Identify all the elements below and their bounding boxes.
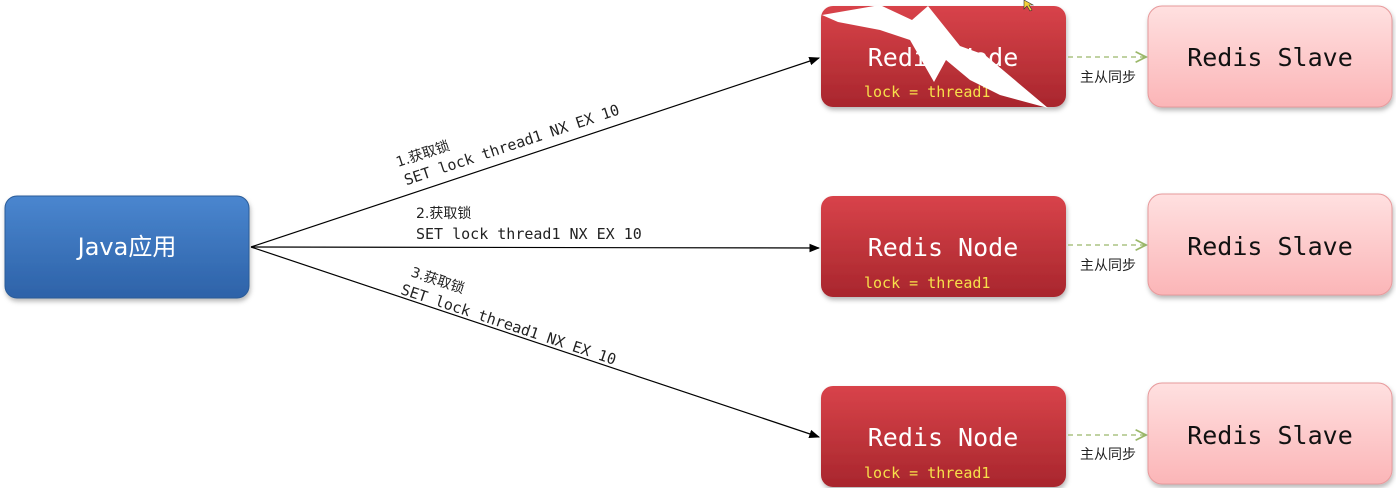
request-command-3: SET lock thread1 NX EX 10 xyxy=(399,280,619,368)
request-arrow-2 xyxy=(250,243,821,253)
request-arrow-3 xyxy=(250,246,821,439)
lightning-bolt-icon xyxy=(822,5,1048,108)
request-label-2: 2.获取锁 SET lock thread1 NX EX 10 xyxy=(416,206,642,243)
java-app-box xyxy=(4,195,250,299)
redis-slave-3 xyxy=(1147,382,1393,485)
sync-label-2: 主从同步 xyxy=(1080,258,1136,274)
redis-slave-2-label: Redis Slave xyxy=(1187,232,1353,261)
redis-slave-3-label: Redis Slave xyxy=(1187,421,1353,450)
request-label-3: 3.获取锁 SET lock thread1 NX EX 10 xyxy=(399,265,619,369)
mouse-cursor-icon xyxy=(1023,0,1035,12)
request-label-1: 1.获取锁 SET lock thread1 NX EX 10 xyxy=(394,101,621,189)
redis-node-2 xyxy=(821,196,1066,297)
request-step-2: 2.获取锁 xyxy=(416,206,471,222)
redis-node-3-label: Redis Node xyxy=(868,423,1019,452)
redis-slave-1 xyxy=(1147,5,1393,108)
redis-slave-1-label: Redis Slave xyxy=(1187,43,1353,72)
redis-node-3-lock: lock = thread1 xyxy=(864,464,990,482)
java-app-label: Java应用 xyxy=(76,233,177,261)
redis-node-1-lock: lock = thread1 xyxy=(864,83,990,101)
sync-label-3: 主从同步 xyxy=(1080,447,1136,463)
request-command-2: SET lock thread1 NX EX 10 xyxy=(416,225,642,243)
redis-node-2-lock: lock = thread1 xyxy=(864,274,990,292)
redis-node-3 xyxy=(821,386,1066,487)
redis-slave-2 xyxy=(1147,193,1393,296)
sync-label-1: 主从同步 xyxy=(1080,70,1136,86)
request-arrow-1 xyxy=(250,56,821,248)
redis-node-2-label: Redis Node xyxy=(868,233,1019,262)
